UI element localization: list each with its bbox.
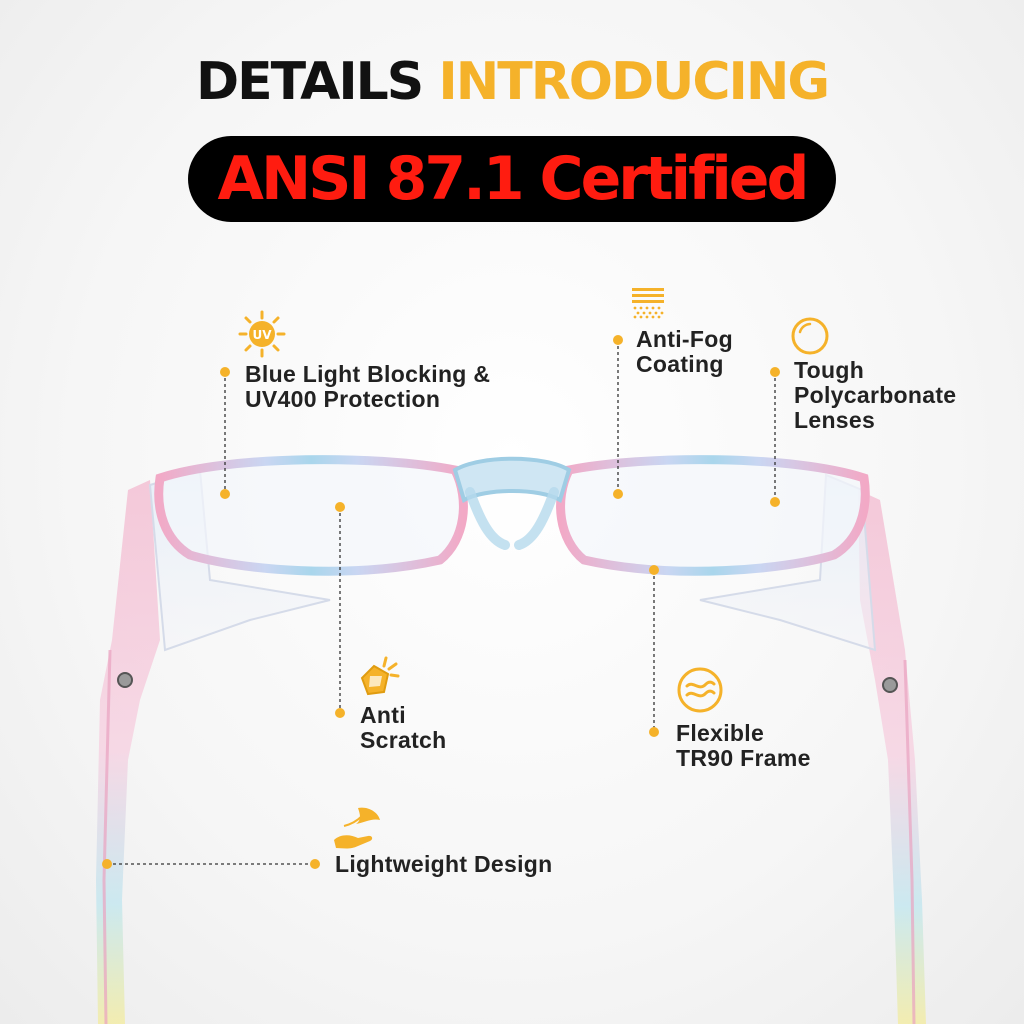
feature-flexible-frame-line-1: Flexible [676,720,765,746]
fog-layers-icon [632,288,664,319]
scratch-shield-icon [360,656,400,696]
feature-blue-light-line-1: Blue Light Blocking & [245,361,491,387]
feature-blue-light-line-2: UV400 Protection [245,386,441,412]
headline: DETAILS INTRODUCING [0,50,1024,114]
uv-sun-icon: UV [238,310,286,358]
feature-tough-lens-line-1: Tough [794,357,865,383]
feature-anti-scratch-line-1: Anti [360,702,406,728]
right-temple-arm [858,490,926,1024]
feature-lightweight-line-1: Lightweight Design [335,851,553,877]
feature-anti-scratch: Anti Scratch [360,703,446,753]
feather-hand-icon [334,807,380,849]
feature-flexible-frame: Flexible TR90 Frame [676,721,811,771]
feature-anti-fog-line-2: Coating [636,351,724,377]
feature-anti-scratch-line-2: Scratch [360,727,447,753]
certification-banner: ANSI 87.1 Certified [188,136,836,222]
uv-icon-text: UV [252,328,272,342]
headline-word-details: DETAILS [195,52,424,112]
feature-tough-lens-line-2: Polycarbonate [794,382,957,408]
feature-tough-lens: Tough Polycarbonate Lenses [794,358,956,433]
nose-bridge [452,456,572,504]
feature-anti-fog-line-1: Anti-Fog [636,326,733,352]
left-lens [154,455,468,576]
left-temple-arm [96,480,160,1024]
feature-tough-lens-line-3: Lenses [794,407,876,433]
feature-flexible-frame-line-2: TR90 Frame [676,745,811,771]
feature-lightweight: Lightweight Design [335,852,553,877]
right-lens [556,455,870,576]
flexible-wave-icon [677,667,723,713]
feature-blue-light: Blue Light Blocking & UV400 Protection [245,362,490,412]
lens-circle-icon [791,317,829,355]
headline-word-introducing: INTRODUCING [438,52,830,112]
feature-anti-fog: Anti-Fog Coating [636,327,733,377]
